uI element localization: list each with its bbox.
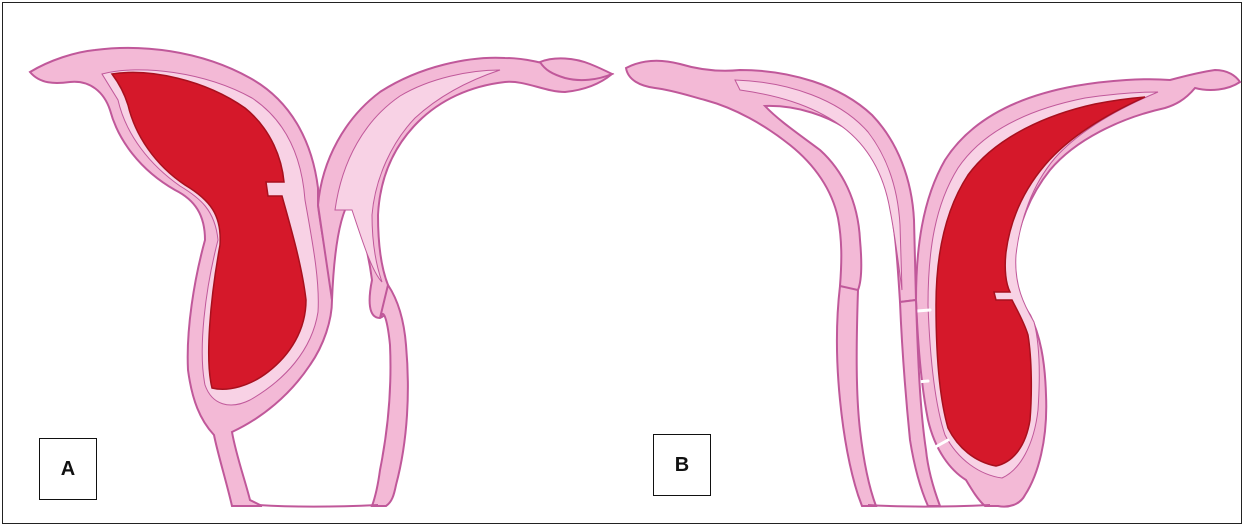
panel-a-illustration <box>30 48 612 507</box>
panel-label-a-text: A <box>61 458 75 481</box>
panel-label-b: B <box>653 434 711 496</box>
panel-b-cervix <box>837 286 876 506</box>
panel-b-left-horn-wall <box>626 61 916 302</box>
panel-label-b-text: B <box>675 454 689 477</box>
panel-label-a: A <box>39 438 97 500</box>
panel-a-right-horn-lining <box>335 70 500 282</box>
panel-b-illustration <box>626 61 1240 507</box>
panel-a-cervix-base <box>258 505 378 507</box>
